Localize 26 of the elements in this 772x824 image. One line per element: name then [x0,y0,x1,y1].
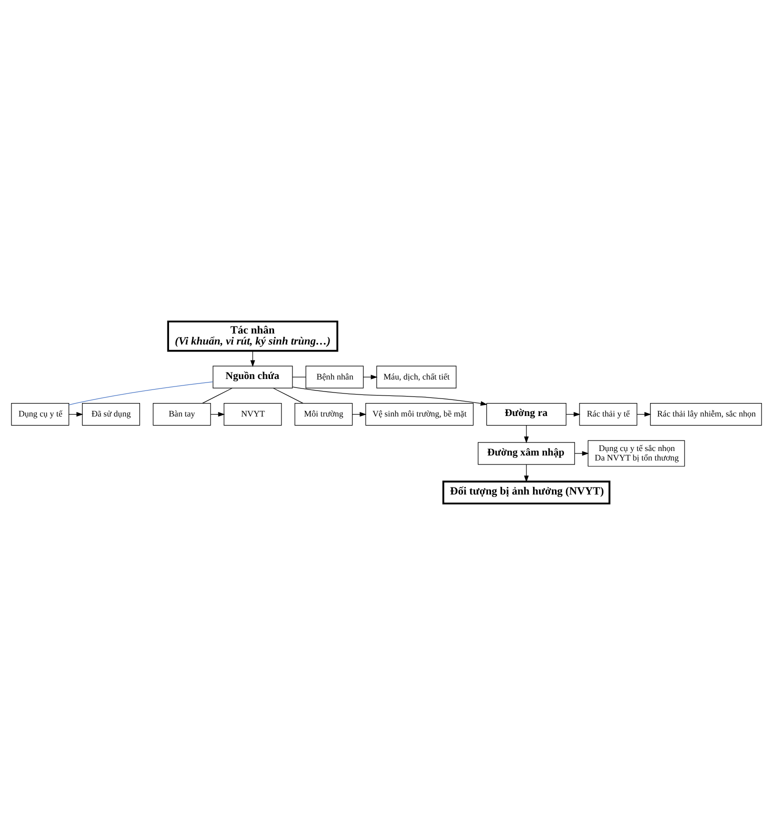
arrow [524,424,528,443]
arrow [362,374,378,379]
node-box: Nguồn chứa [212,365,292,388]
connector [202,387,232,404]
node-box: Dụng cụ y tế [10,402,69,426]
node-box: NVYT [223,402,282,426]
arrow [292,386,487,406]
node-box: Đường ra [486,402,566,426]
node-box: Đã sử dụng [82,402,140,426]
arrow [574,450,588,456]
connector [292,376,306,377]
node-box: Bàn tay [152,402,210,426]
node-box: Vệ sinh môi trường, bề mặt [364,402,474,426]
connector [272,387,303,404]
node-box: Đường xâm nhập [477,442,574,464]
node-box: Dụng cụ y tế sắc nhọn Da NVYT bị tổn thương [587,440,684,466]
node-box: Tác nhân (Vi khuẩn, vi rút, ký sinh trùng…) [166,320,338,352]
node-box: Bệnh nhân [305,365,364,388]
connector [68,381,213,405]
node-box: Đối tượng bị ảnh hưởng (NVYT) [442,480,610,504]
arrow [524,464,528,482]
arrow [250,350,255,366]
node-box: Môi trường [294,402,352,426]
node-box: Máu, dịch, chất tiết [376,365,456,388]
node-box: Rác thải lây nhiễm, sắc nhọn [650,402,762,426]
node-box: Rác thải y tế [578,402,637,426]
